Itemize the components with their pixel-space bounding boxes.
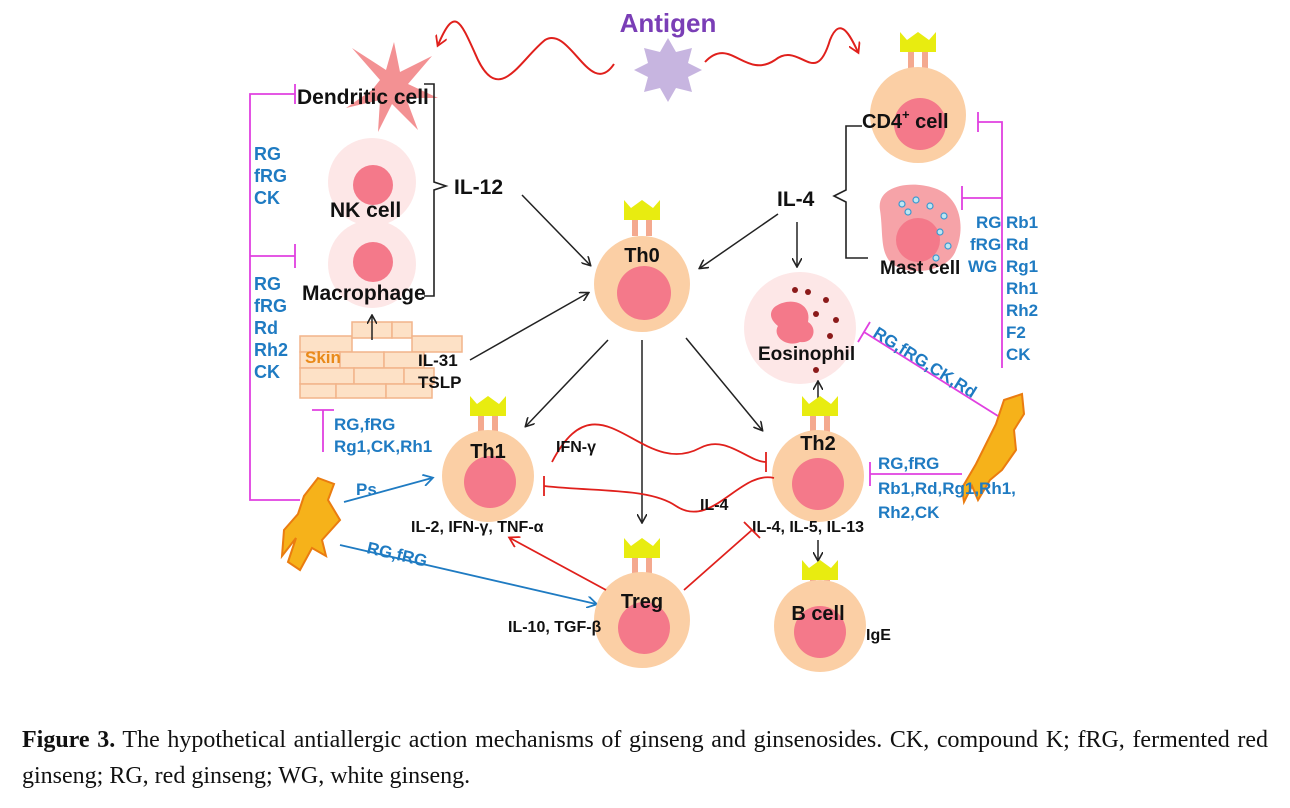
- ps-arrow: [343, 478, 432, 503]
- cd4-cell: CD4+ cell: [862, 32, 966, 163]
- th2-cytokines-label: IL-4, IL-5, IL-13: [752, 519, 864, 536]
- svg-text:Rh2: Rh2: [1006, 301, 1038, 320]
- right-inhibition-bracket: [961, 112, 1003, 368]
- svg-text:fRG: fRG: [970, 235, 1001, 254]
- treg-to-th2-suppression: [683, 521, 761, 591]
- svg-text:RG: RG: [254, 274, 281, 294]
- mast-inhibitors-col1: RG fRG WG: [968, 213, 1002, 276]
- skin-to-th0-arrow: [469, 293, 588, 361]
- macrophage-label: Macrophage: [302, 282, 426, 305]
- svg-text:Rd: Rd: [254, 318, 278, 338]
- svg-text:Rh2: Rh2: [254, 340, 288, 360]
- skin-inhibitors-line2: Rg1,CK,Rh1: [334, 437, 432, 456]
- left-inhibition-bracket: [249, 84, 300, 501]
- th2-inhibitors: RG,fRG Rb1,Rd,Rg1,Rh1, Rh2,CK: [878, 454, 1016, 522]
- th1-cytokines-label: IL-2, IFN-γ, TNF-α: [411, 519, 544, 536]
- ifng-suppression: [551, 423, 767, 472]
- ginseng-root-left-icon: [280, 476, 342, 572]
- eosinophil: Eosinophil: [744, 272, 856, 384]
- svg-text:Rd: Rd: [1006, 235, 1029, 254]
- right-brace: [832, 125, 868, 259]
- treg-label: Treg: [621, 591, 663, 613]
- il4-suppression: [543, 476, 775, 513]
- left-top-inhibitors: RG fRG CK: [254, 144, 287, 208]
- th0-to-th2-arrow: [685, 337, 762, 430]
- cd4-label: CD4+ cell: [862, 107, 949, 133]
- figure-caption-text: The hypothetical antiallergic action mec…: [22, 727, 1269, 789]
- th2-label: Th2: [800, 433, 836, 455]
- svg-text:Rb1: Rb1: [1006, 213, 1038, 232]
- svg-text:RG,fRG: RG,fRG: [878, 454, 939, 473]
- skin-label: Skin: [305, 348, 341, 367]
- skin: Skin IL-31 TSLP: [299, 321, 463, 399]
- il4-to-th0-arrow: [700, 213, 779, 268]
- svg-text:CK: CK: [254, 188, 280, 208]
- svg-text:CK: CK: [1006, 345, 1031, 364]
- eosinophil-label: Eosinophil: [758, 344, 855, 365]
- ginseng-root-right-icon: [960, 392, 1026, 506]
- eosinophil-inhibitors-label: RG,fRG,CK,Rd: [870, 323, 980, 402]
- svg-text:fRG: fRG: [254, 296, 287, 316]
- th0-cell: Th0: [594, 200, 690, 332]
- svg-text:Rh1: Rh1: [1006, 279, 1038, 298]
- svg-text:CK: CK: [254, 362, 280, 382]
- il12-label: IL-12: [454, 176, 503, 199]
- figure-caption: Figure 3. The hypothetical antiallergic …: [22, 722, 1268, 794]
- nk-cell: NK cell: [328, 138, 416, 226]
- svg-text:F2: F2: [1006, 323, 1026, 342]
- treg-cell: Treg IL-10, TGF-β: [508, 538, 690, 668]
- antigen-to-dendritic-arrow: [438, 20, 615, 81]
- treg-cytokines-label: IL-10, TGF-β: [508, 619, 602, 636]
- il12-to-th0-arrow: [521, 194, 590, 265]
- dendritic-cell: Dendritic cell: [297, 42, 438, 132]
- dendritic-cell-icon: [346, 42, 438, 132]
- mast-cell: Mast cell: [879, 184, 961, 279]
- b-cell-label: B cell: [791, 603, 844, 625]
- eosinophil-inhibition: [857, 321, 999, 417]
- skin-inhibition-bar: [312, 409, 334, 452]
- dendritic-cell-label: Dendritic cell: [297, 86, 429, 109]
- mast-cell-label: Mast cell: [880, 258, 960, 279]
- left-brace: [424, 83, 449, 297]
- mast-granules: [898, 196, 952, 262]
- il31-label: IL-31: [418, 351, 458, 370]
- nk-cell-label: NK cell: [330, 199, 401, 222]
- ifng-label: IFN-γ: [556, 439, 596, 456]
- eosinophil-granules: [792, 287, 839, 339]
- th0-to-th1-arrow: [526, 339, 609, 426]
- treg-to-th1-suppression: [510, 538, 607, 591]
- left-mid-inhibitors: RG fRG Rd Rh2 CK: [254, 274, 288, 382]
- figure-label: Figure 3.: [22, 727, 116, 753]
- skin-inhibitors-line1: RG,fRG: [334, 415, 395, 434]
- rg-frg-to-treg-arrow: [339, 544, 596, 604]
- treg-promoter-label: RG,fRG: [365, 538, 429, 570]
- antigen: Antigen: [620, 8, 717, 102]
- skin-bricks-icon: [299, 321, 463, 399]
- svg-text:fRG: fRG: [254, 166, 287, 186]
- svg-text:Rh2,CK: Rh2,CK: [878, 503, 940, 522]
- il4-top-label: IL-4: [777, 188, 815, 211]
- antigen-star-icon: [634, 38, 702, 102]
- antigen-to-cd4-arrow: [704, 27, 858, 67]
- th1-label: Th1: [470, 441, 506, 463]
- ps-label: Ps: [356, 480, 377, 499]
- svg-text:Rb1,Rd,Rg1,Rh1,: Rb1,Rd,Rg1,Rh1,: [878, 479, 1016, 498]
- macrophage: Macrophage: [302, 220, 426, 308]
- svg-text:RG: RG: [976, 213, 1002, 232]
- th2-inhibition: [869, 462, 962, 486]
- tslp-label: TSLP: [418, 373, 461, 392]
- th0-label: Th0: [624, 245, 660, 267]
- mast-inhibitors-col2: Rb1 Rd Rg1 Rh1 Rh2 F2 CK: [1006, 213, 1038, 364]
- b-cell: B cell IgE: [774, 560, 891, 672]
- ige-label: IgE: [866, 627, 891, 644]
- th2-cell: Th2 IL-4, IL-5, IL-13: [752, 396, 864, 536]
- svg-text:Rg1: Rg1: [1006, 257, 1038, 276]
- th1-cell: Th1 IL-2, IFN-γ, TNF-α: [411, 396, 544, 536]
- il4-mid-label: IL-4: [700, 497, 729, 514]
- svg-text:WG: WG: [968, 257, 997, 276]
- antigen-label: Antigen: [620, 8, 717, 38]
- svg-text:RG: RG: [254, 144, 281, 164]
- ginseng-mechanism-diagram: Antigen Dendritic cell NK cell Macrophag…: [249, 8, 1038, 672]
